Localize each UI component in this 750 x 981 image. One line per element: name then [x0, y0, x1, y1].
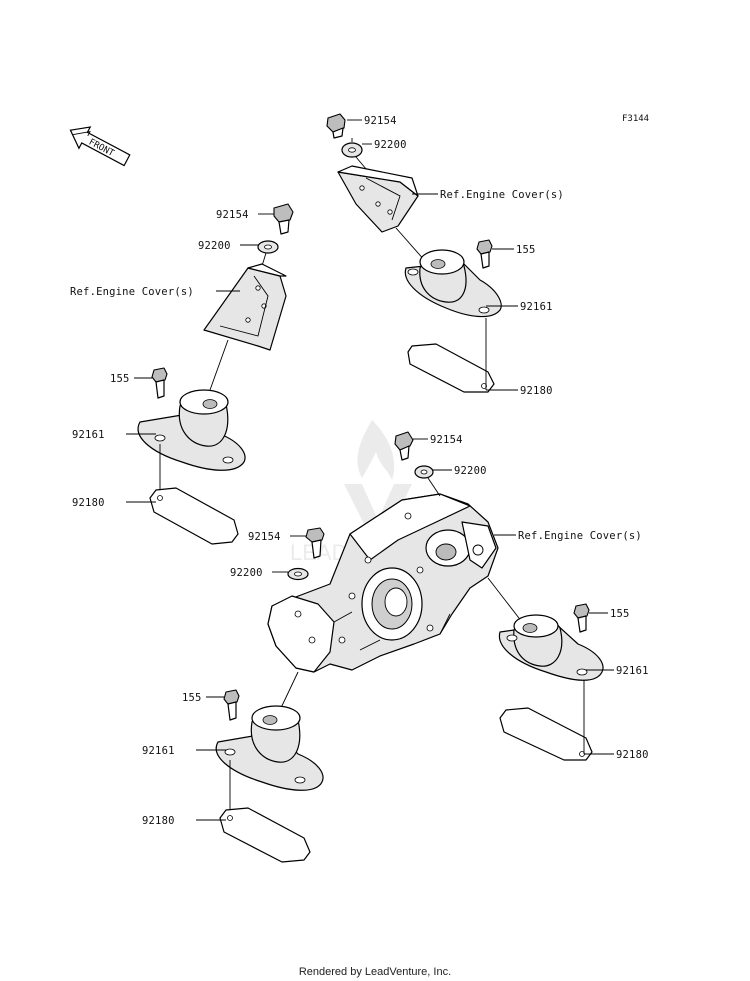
callout-92161-tl: 92161	[72, 429, 105, 441]
bolt-155-top-right	[476, 239, 493, 269]
bracket-top-left	[203, 263, 287, 351]
bolt-155-bottom-left	[223, 689, 240, 721]
engine-mount-92161-top-left	[137, 389, 246, 471]
plate-92180-bottom-right	[499, 707, 593, 761]
group-top-right: 92154 92200 Ref.Engine Cover(s)	[326, 113, 564, 397]
plate-92180-bottom-left	[219, 807, 311, 863]
callout-92154-tl: 92154	[216, 209, 249, 221]
callout-155-bl: 155	[182, 692, 202, 704]
group-top-left: 92154 92200 Ref.Engine Cover(s)	[70, 203, 294, 545]
callout-92200-tl: 92200	[198, 240, 231, 252]
plate-92180-top-left	[149, 487, 239, 545]
callout-92180-bl: 92180	[142, 815, 175, 827]
bolt-155-top-left	[151, 367, 168, 399]
callout-92200-mr: 92200	[454, 465, 487, 477]
callout-92180-tr: 92180	[520, 385, 553, 397]
callout-ref-engine-cover-mr: Ref.Engine Cover(s)	[518, 530, 642, 542]
front-arrow-icon: FRONT	[69, 126, 131, 167]
bolt-155-bottom-right	[573, 603, 590, 633]
bracket-top-right	[337, 165, 419, 233]
bolt-92154-middle-center	[305, 527, 325, 559]
callout-155-tl: 155	[110, 373, 130, 385]
plate-92180-top-right	[407, 343, 495, 393]
callout-92200-tr: 92200	[374, 139, 407, 151]
callout-92161-tr: 92161	[520, 301, 553, 313]
callout-92154-mr: 92154	[430, 434, 463, 446]
callout-ref-engine-cover-tr: Ref.Engine Cover(s)	[440, 189, 564, 201]
callout-92154-tr: 92154	[364, 115, 397, 127]
bolt-92154-top-left	[273, 203, 294, 235]
bolt-92154-top-right	[326, 113, 346, 139]
engine-mount-92161-bottom-right	[498, 614, 604, 681]
callout-155-br: 155	[610, 608, 630, 620]
diagram-code: F3144	[622, 114, 649, 124]
callout-155-tr: 155	[516, 244, 536, 256]
transmission-case	[267, 493, 499, 673]
callout-92180-tl: 92180	[72, 497, 105, 509]
washer-92200-top-right	[341, 142, 363, 158]
group-middle: 92154 92200 Ref.Engine Cover(s) 92154 92…	[230, 431, 642, 581]
callout-92180-br: 92180	[616, 749, 649, 761]
callout-92161-bl: 92161	[142, 745, 175, 757]
callout-92154-mc: 92154	[248, 531, 281, 543]
bolt-92154-middle-right	[394, 431, 414, 461]
group-bottom-right: 155 92161 92180	[487, 577, 649, 761]
footer-credit: Rendered by LeadVenture, Inc.	[299, 966, 451, 978]
callout-92161-br: 92161	[616, 665, 649, 677]
washer-92200-top-left	[257, 240, 279, 254]
callout-92200-mc: 92200	[230, 567, 263, 579]
engine-mount-92161-top-right	[404, 249, 502, 318]
washer-92200-middle-right	[414, 465, 434, 479]
washer-92200-middle-center	[287, 567, 309, 581]
group-bottom-left: 155 92161 92180	[142, 671, 324, 863]
engine-mount-92161-bottom-left	[215, 705, 324, 791]
callout-ref-engine-cover-tl: Ref.Engine Cover(s)	[70, 286, 194, 298]
